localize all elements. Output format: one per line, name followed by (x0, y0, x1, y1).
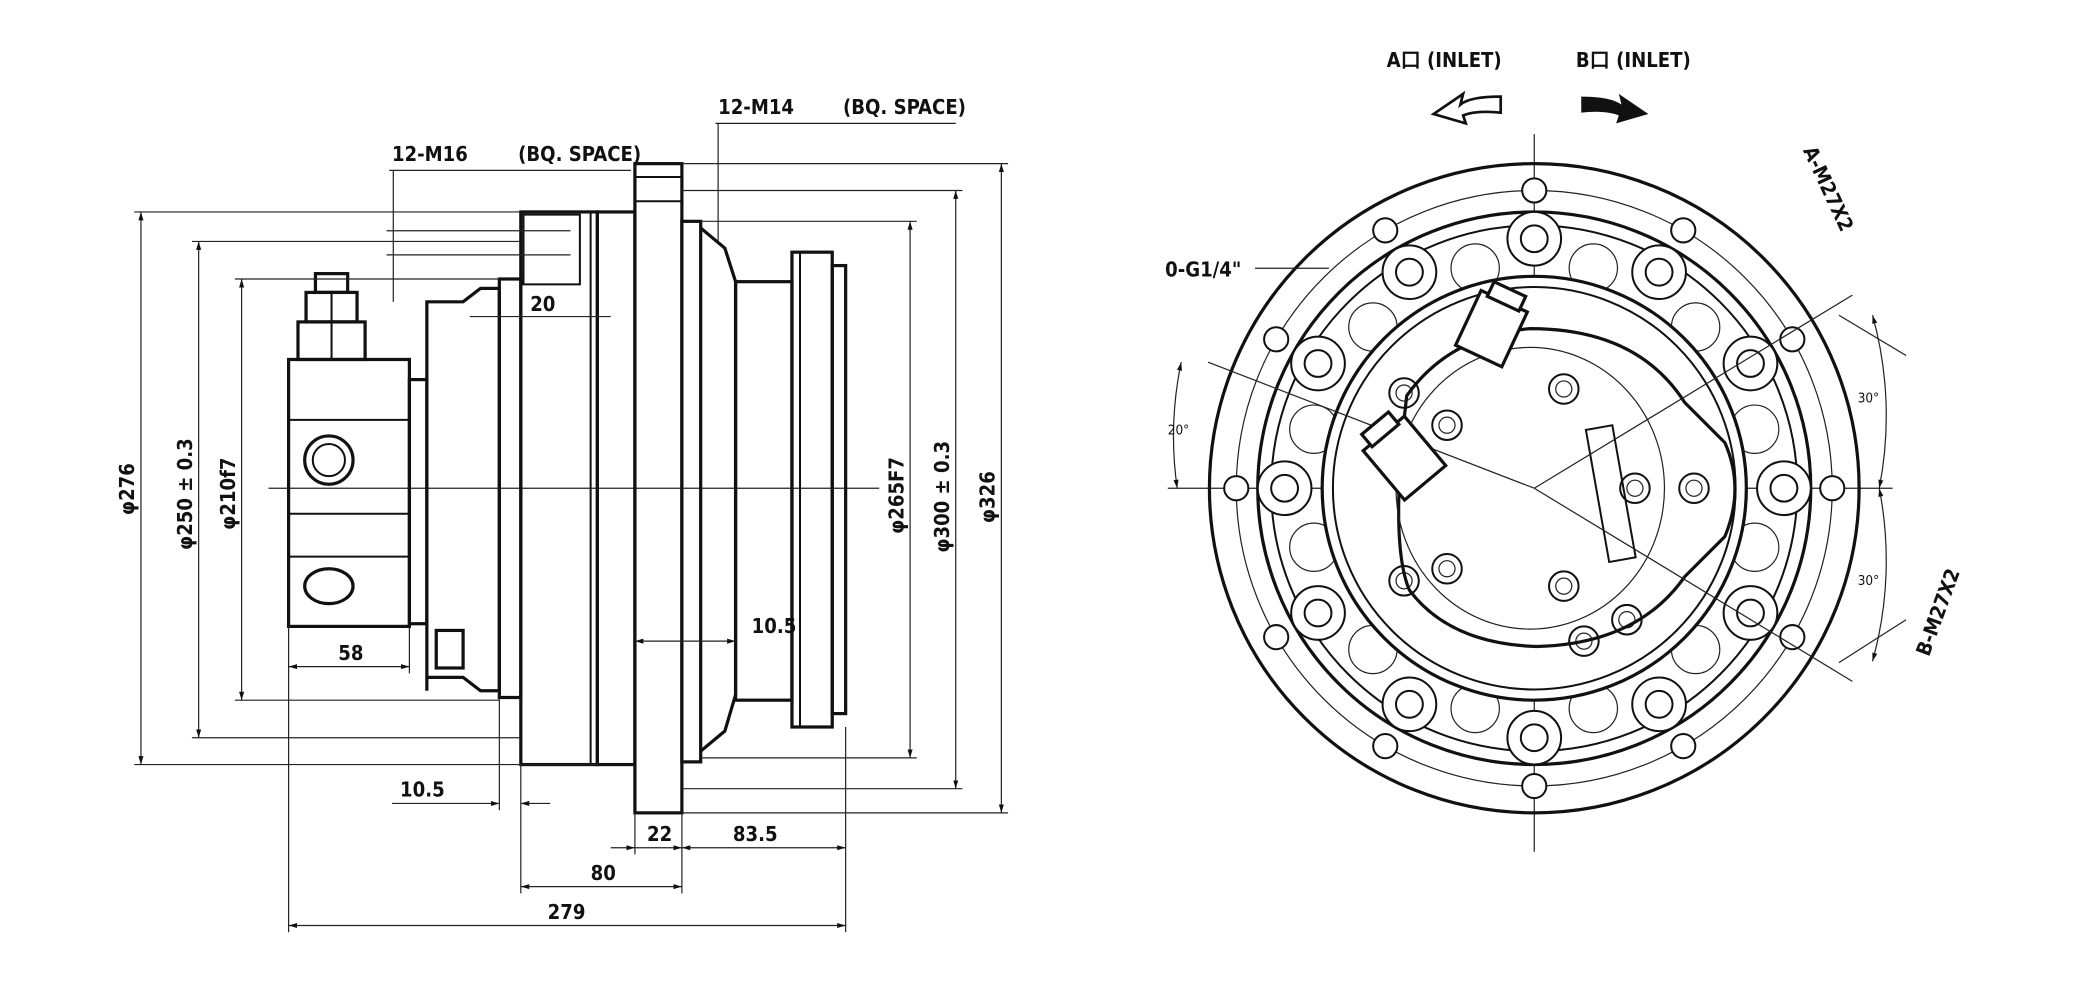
ring-bolt-hole (1394, 689, 1424, 719)
inner-bolt-hole-core (1555, 380, 1573, 398)
port-b-thread: B-M27X2 (1911, 565, 1965, 659)
output-flange (790, 250, 834, 729)
side-view: φ276 φ250 ± 0.3 φ210f7 φ265F7 φ300 ± 0.3… (115, 95, 1009, 933)
inner-bolt-hole (1431, 552, 1463, 585)
ring-bolt-hole (1270, 473, 1300, 503)
dim-20: 20 (530, 292, 555, 316)
inner-bolt-hole-core (1438, 416, 1456, 434)
valve-body (1397, 327, 1737, 649)
dim-10-5-right: 10.5 (752, 614, 797, 638)
front-view: A口 (INLET) B口 (INLET) 0-G1/4" 20° 30° 30… (1165, 48, 1965, 852)
port-b-label: B口 (INLET) (1576, 48, 1691, 72)
inner-bolt-hole (1619, 472, 1651, 505)
dim-58: 58 (338, 641, 363, 665)
ring-bolt-hole (1303, 349, 1333, 378)
ring-bolt-hole (1644, 689, 1674, 719)
flange-bolt-hole (1670, 217, 1697, 244)
ring-bolt-hole (1394, 257, 1424, 287)
port-a-label: A口 (INLET) (1387, 48, 1502, 72)
dim-279: 279 (548, 900, 586, 924)
valve-block (286, 357, 429, 629)
diameter-dimensions: φ276 φ250 ± 0.3 φ210f7 φ265F7 φ300 ± 0.3… (115, 163, 1009, 814)
ring-bolt-hole (1736, 349, 1765, 378)
outer-flange (1207, 162, 1861, 815)
rotation-arrow-left-icon (1430, 90, 1503, 126)
port-a-thread: A-M27X2 (1798, 142, 1858, 235)
dim-d276: φ276 (115, 463, 139, 515)
callout-12-m16: 12-M16 (392, 142, 468, 166)
callout-m16-eq-space: (BQ. SPACE) (518, 142, 641, 166)
fitting-top (1453, 279, 1530, 369)
inner-bolt-hole-core (1626, 479, 1644, 497)
ring-bolt-hole (1519, 224, 1549, 254)
angle-left: 20° (1168, 424, 1189, 439)
dim-83-5: 83.5 (733, 822, 778, 846)
flange-bolt-hole (1372, 733, 1399, 760)
ring-bolt-hole (1303, 598, 1333, 628)
drain-port-label: 0-G1/4" (1165, 257, 1241, 281)
inner-bolt-hole-core (1555, 577, 1573, 595)
length-dimensions: 20 58 10.5 10.5 22 83.5 80 279 (287, 292, 847, 933)
inner-bolt-hole (1431, 409, 1463, 441)
ring-bolt-hole (1736, 598, 1765, 628)
fitting-nut (296, 272, 367, 362)
flange-bolt-hole (1819, 475, 1846, 502)
dim-d210: φ210f7 (216, 457, 240, 529)
ring-bolt-hole (1644, 257, 1674, 287)
dim-d265: φ265F7 (884, 457, 908, 534)
inner-bolt-hole-core (1438, 560, 1456, 578)
inner-bolt-hole (1548, 373, 1580, 405)
callout-m14-eq-space: (BQ. SPACE) (843, 95, 966, 119)
flange-bolt-hole (1521, 772, 1548, 800)
inner-bolt-hole (1548, 570, 1580, 602)
flange-bolt-hole (1670, 733, 1697, 760)
callout-12-m14: 12-M14 (718, 95, 794, 119)
bolt-hole-section (522, 213, 581, 286)
dim-d326: φ326 (976, 471, 1000, 523)
angle-top: 30° (1858, 391, 1879, 406)
port-circle (303, 434, 355, 486)
fitting-left (1359, 409, 1448, 503)
flange-bolt-hole (1372, 217, 1399, 244)
inner-bolt-hole-core (1395, 384, 1413, 402)
port-ellipse (303, 567, 355, 606)
flange-bolt-hole (1223, 475, 1250, 502)
ring-bolt-hole (1519, 723, 1549, 753)
dim-d300: φ300 ± 0.3 (930, 441, 954, 553)
dim-80: 80 (591, 861, 616, 885)
flange-bolt-hole (1263, 624, 1290, 651)
dim-d250: φ250 ± 0.3 (173, 438, 197, 550)
inner-bolt-hole (1388, 377, 1420, 409)
flange-bolt-hole (1263, 326, 1290, 353)
flange-bolt-hole (1521, 177, 1548, 204)
inner-bolt-hole-core (1685, 479, 1703, 497)
angle-bottom: 30° (1858, 574, 1879, 589)
dim-10-5-left: 10.5 (400, 778, 445, 802)
ring-bolt-hole (1769, 473, 1799, 503)
inner-bolt-hole (1678, 472, 1710, 505)
rotation-arrow-right-icon (1581, 93, 1649, 124)
dim-22: 22 (647, 822, 672, 846)
thread-callouts: 12-M16 (BQ. SPACE) 12-M14 (BQ. SPACE) (386, 95, 966, 302)
